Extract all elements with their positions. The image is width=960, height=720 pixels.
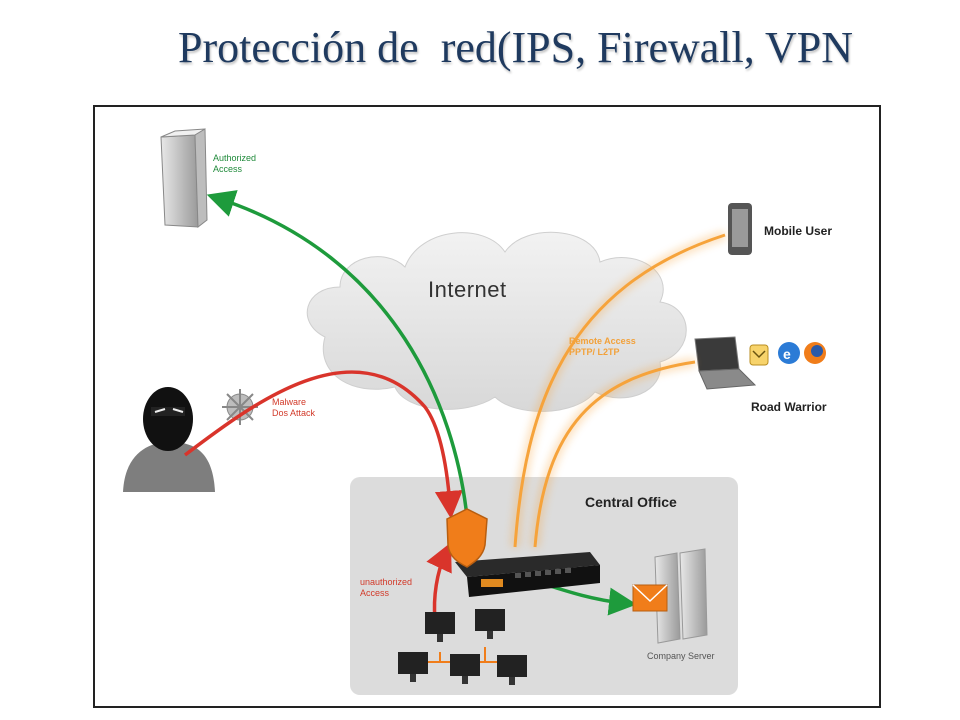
email-envelope-icon: [632, 584, 668, 612]
email-client-icon: [749, 344, 769, 366]
company-server-label: Company Server: [647, 651, 715, 661]
firefox-icon: [804, 342, 826, 364]
road-warrior-label: Road Warrior: [751, 400, 827, 414]
lan-workstations: [398, 609, 527, 685]
internet-explorer-icon: e: [778, 342, 800, 364]
monitor-icon: [497, 655, 527, 685]
malware-attack-label: Malware Dos Attack: [272, 397, 316, 418]
internet-cloud: [306, 231, 687, 412]
authorized-access-label: Authorized Access: [213, 153, 257, 174]
vpn-tunnels: [510, 230, 727, 548]
attacker-figure: [123, 387, 215, 492]
slide-title: Protección de red(IPS, Firewall, VPN: [178, 23, 853, 72]
mobile-user-label: Mobile User: [764, 224, 833, 238]
attack-path: [183, 370, 463, 519]
vpn-line-laptop: [533, 360, 696, 548]
diagram-canvas: e: [123, 128, 826, 695]
internet-label: Internet: [428, 277, 507, 302]
monitor-icon: [425, 612, 455, 642]
monitor-icon: [450, 654, 480, 684]
authorized-path: [206, 190, 469, 518]
network-diagram: e: [93, 105, 881, 708]
authorized-server-icon: [160, 128, 208, 228]
mobile-device-icon: [728, 203, 752, 255]
unauthorized-access-label: unauthorized Access: [360, 577, 413, 598]
laptop-icon: [694, 336, 757, 390]
vpn-line-mobile: [513, 233, 726, 548]
svg-text:e: e: [783, 346, 791, 362]
remote-access-label: Remote Access PPTP/ L2TP: [569, 336, 636, 357]
company-server-icon: [632, 548, 708, 644]
firewall-shield-icon: [446, 508, 488, 568]
central-office-label: Central Office: [585, 494, 677, 510]
monitor-icon: [398, 652, 428, 682]
monitor-icon: [475, 609, 505, 639]
firewall-appliance-icon: [455, 552, 600, 597]
browser-icons: e: [749, 342, 826, 366]
